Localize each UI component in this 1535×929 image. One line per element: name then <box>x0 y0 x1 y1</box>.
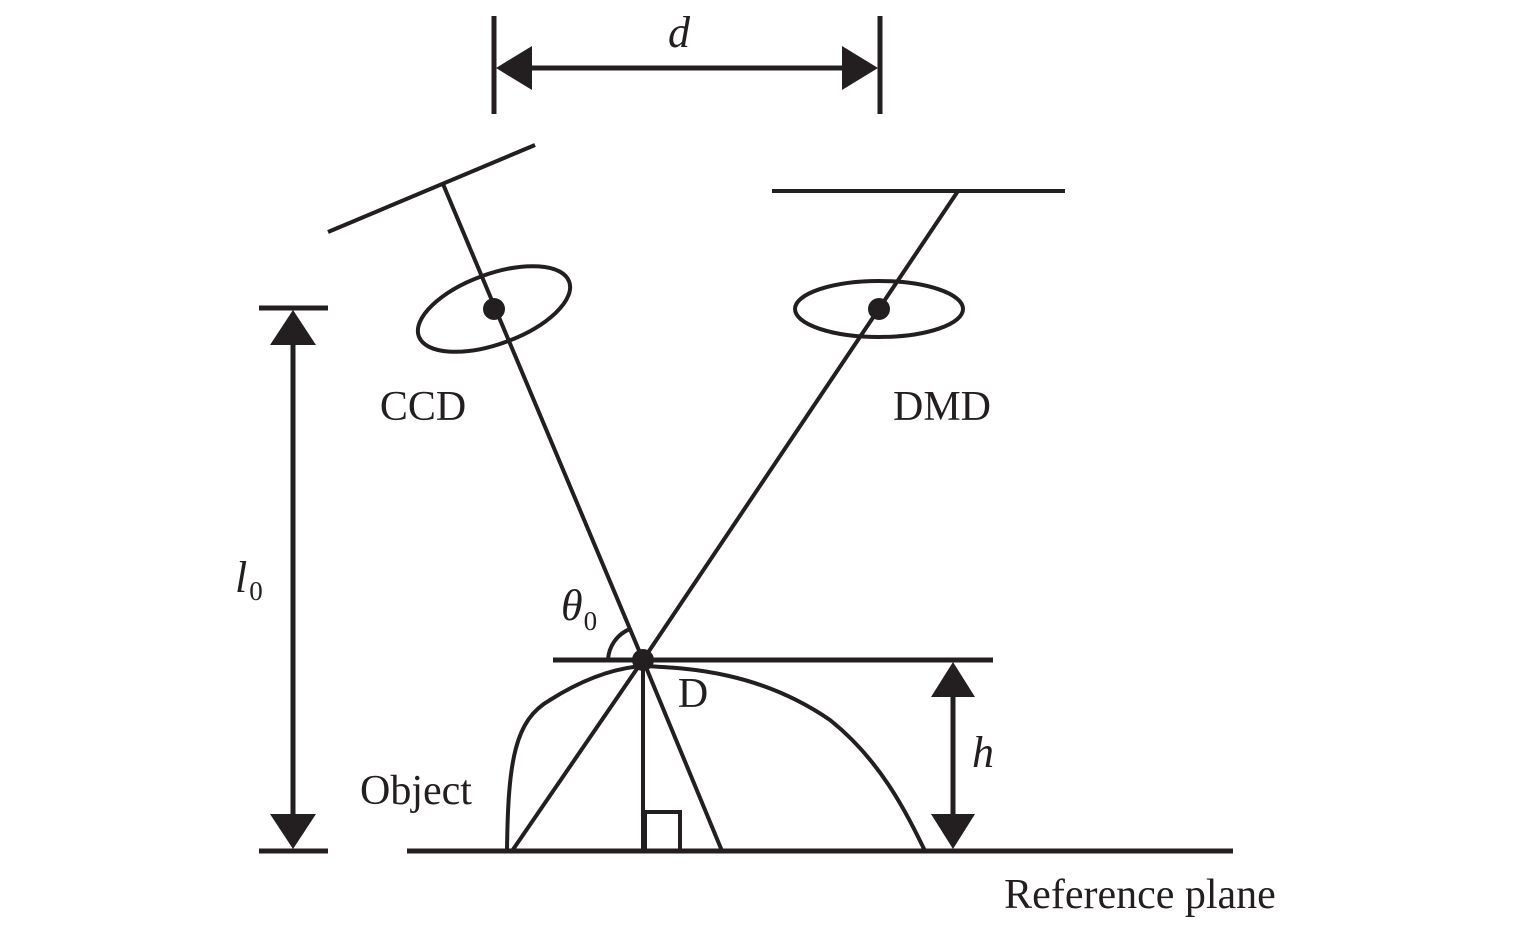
baseline-dimension: d <box>491 8 883 114</box>
height-dimension: h <box>931 662 994 849</box>
ccd-sensor-plane <box>327 143 536 234</box>
object-profile <box>505 663 927 852</box>
standoff-top-arrow <box>270 310 316 345</box>
dmd-label: DMD <box>893 384 991 430</box>
point-d-marker <box>632 649 654 671</box>
ccd-label: CCD <box>380 384 466 430</box>
baseline-left-arrow <box>496 46 532 90</box>
object-label: Object <box>360 768 472 814</box>
dmd-axis-extension <box>510 658 645 853</box>
reference-plane-label: Reference plane <box>1004 872 1276 918</box>
point-d-label: D <box>678 671 708 717</box>
dmd-projector: DMD <box>510 189 1065 853</box>
angle-label: θ0 <box>561 581 597 636</box>
angle-arc <box>606 627 631 661</box>
dmd-optical-axis <box>641 189 960 662</box>
height-label: h <box>972 728 994 777</box>
height-top-arrow <box>931 662 975 697</box>
height-bottom-arrow <box>931 814 975 849</box>
standoff-dimension: l0 <box>235 305 328 854</box>
ccd-axis-extension <box>641 659 724 852</box>
ccd-camera: CCD <box>327 143 724 852</box>
dmd-lens <box>793 279 965 339</box>
standoff-bottom-arrow <box>270 814 316 849</box>
baseline-label: d <box>668 8 691 57</box>
object-surface: D θ0 Object <box>360 581 993 852</box>
baseline-right-arrow <box>842 46 878 90</box>
right-angle-marker <box>643 810 682 851</box>
standoff-label: l0 <box>235 553 263 606</box>
ccd-optical-axis <box>441 183 645 661</box>
reference-plane: Reference plane <box>407 848 1276 918</box>
